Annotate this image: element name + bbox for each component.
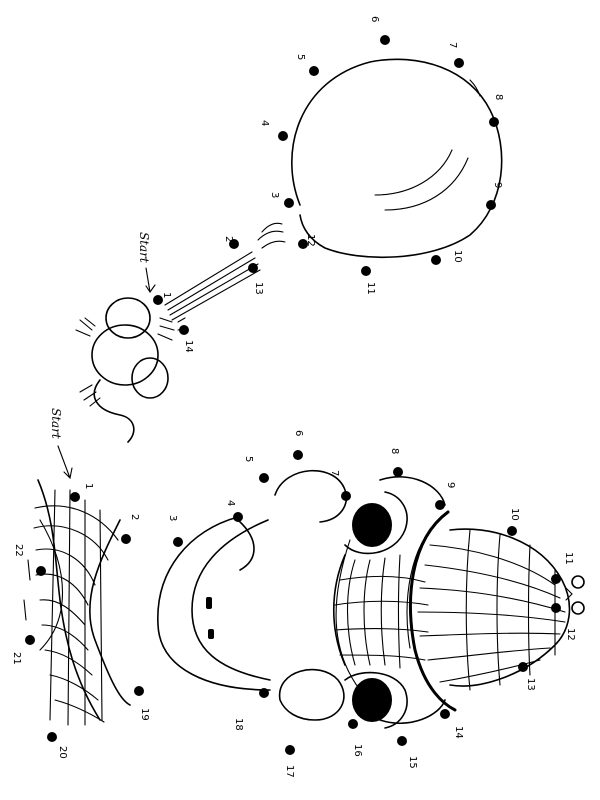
dot-top-4[interactable] xyxy=(278,131,288,141)
dot-bottom-9[interactable] xyxy=(435,500,445,510)
dot-top-7[interactable] xyxy=(454,58,464,68)
dot-label-top-13: 13 xyxy=(253,282,264,295)
dot-bottom-14[interactable] xyxy=(440,709,450,719)
dot-label-top-3: 3 xyxy=(269,192,280,198)
dot-top-14[interactable] xyxy=(179,325,189,335)
dot-top-12[interactable] xyxy=(298,239,308,249)
eye-right xyxy=(352,678,392,722)
dot-label-bottom-2: 2 xyxy=(129,514,140,520)
dot-label-top-4: 4 xyxy=(259,120,270,126)
dot-top-1[interactable] xyxy=(153,295,163,305)
dot-top-9[interactable] xyxy=(486,200,496,210)
dot-label-top-14: 14 xyxy=(183,340,194,353)
dot-bottom-5[interactable] xyxy=(259,473,269,483)
dot-top-2[interactable] xyxy=(229,239,239,249)
dot-bottom-11[interactable] xyxy=(551,574,561,584)
labels-bottom: 1 2 3 4 5 6 7 8 9 10 11 12 13 14 15 16 1… xyxy=(11,408,576,778)
dot-label-top-5: 5 xyxy=(295,54,306,60)
dot-top-3[interactable] xyxy=(284,198,294,208)
dot-label-bottom-7: 7 xyxy=(329,470,340,476)
dot-label-top-12: 12 xyxy=(305,234,316,247)
nostril-left xyxy=(206,597,212,609)
dot-bottom-17[interactable] xyxy=(285,745,295,755)
dot-bottom-6[interactable] xyxy=(293,450,303,460)
dot-bottom-20[interactable] xyxy=(47,732,57,742)
dot-label-bottom-11: 11 xyxy=(563,552,574,565)
dot-bottom-1[interactable] xyxy=(70,492,80,502)
dot-bottom-7[interactable] xyxy=(341,491,351,501)
eye-bumps xyxy=(274,469,446,729)
dot-bottom-12[interactable] xyxy=(551,603,561,613)
mouth xyxy=(157,516,271,691)
dot-top-8[interactable] xyxy=(489,117,499,127)
dot-label-top-9: 9 xyxy=(492,182,503,188)
balloon-outline xyxy=(257,58,503,259)
dot-label-bottom-8: 8 xyxy=(389,448,400,454)
puzzle-face: 1 2 3 4 5 6 7 8 9 10 11 12 13 14 15 16 1… xyxy=(11,408,585,778)
dot-label-bottom-10: 10 xyxy=(509,508,520,521)
nostril-right xyxy=(208,629,214,639)
dot-bottom-21[interactable] xyxy=(25,635,35,645)
dot-label-top-7: 7 xyxy=(447,42,458,48)
dot-label-top-2: 2 xyxy=(223,236,234,242)
collar-hatch xyxy=(23,479,131,726)
dot-bottom-2[interactable] xyxy=(121,534,131,544)
start-label-bottom: Start xyxy=(49,408,63,439)
dot-label-bottom-5: 5 xyxy=(243,456,254,462)
dot-label-bottom-6: 6 xyxy=(293,430,304,436)
dot-bottom-13[interactable] xyxy=(518,662,528,672)
dot-label-top-1: 1 xyxy=(161,292,172,298)
dot-label-top-11: 11 xyxy=(365,282,376,295)
dot-bottom-8[interactable] xyxy=(393,467,403,477)
chin-lower xyxy=(237,519,255,571)
dots-top xyxy=(153,35,499,335)
body-divider-inner xyxy=(406,519,441,649)
puzzle-mouse-balloon: 1 2 3 4 5 6 7 8 9 10 11 12 13 14 Start xyxy=(75,16,504,443)
dot-top-5[interactable] xyxy=(309,66,319,76)
dot-top-11[interactable] xyxy=(361,266,371,276)
dot-label-bottom-15: 15 xyxy=(407,756,418,769)
balloon-strings xyxy=(164,251,261,321)
dot-label-bottom-9: 9 xyxy=(445,482,456,488)
dot-bottom-10[interactable] xyxy=(507,526,517,536)
dot-label-top-6: 6 xyxy=(369,16,380,22)
dot-label-bottom-4: 4 xyxy=(225,500,236,506)
dot-bottom-19[interactable] xyxy=(134,686,144,696)
dot-label-bottom-21: 21 xyxy=(11,652,22,665)
dot-label-bottom-3: 3 xyxy=(167,515,178,521)
dot-bottom-15[interactable] xyxy=(397,736,407,746)
dot-label-bottom-18: 18 xyxy=(233,718,244,731)
dot-top-13[interactable] xyxy=(248,263,258,273)
antennae xyxy=(565,575,585,615)
dot-label-bottom-16: 16 xyxy=(352,744,363,757)
dot-bottom-18[interactable] xyxy=(259,688,269,698)
dot-top-10[interactable] xyxy=(431,255,441,265)
dot-label-bottom-14: 14 xyxy=(453,726,464,739)
dot-label-bottom-20: 20 xyxy=(57,746,68,759)
dot-label-bottom-13: 13 xyxy=(525,678,536,691)
eye-left xyxy=(352,503,392,547)
dots-bottom xyxy=(25,450,561,755)
dot-label-bottom-12: 12 xyxy=(565,628,576,641)
belly xyxy=(335,528,571,691)
dot-bottom-22[interactable] xyxy=(36,566,46,576)
labels-top: 1 2 3 4 5 6 7 8 9 10 11 12 13 14 Start xyxy=(137,16,504,353)
dot-label-top-8: 8 xyxy=(493,94,504,100)
dot-label-bottom-1: 1 xyxy=(83,483,94,489)
dot-top-6[interactable] xyxy=(380,35,390,45)
dot-label-bottom-17: 17 xyxy=(284,765,295,778)
body-divider xyxy=(409,510,457,712)
start-label-top: Start xyxy=(137,232,151,263)
dot-label-bottom-19: 19 xyxy=(139,708,150,721)
dot-label-top-10: 10 xyxy=(452,250,463,263)
start-arrow-top xyxy=(145,267,156,293)
dot-bottom-3[interactable] xyxy=(173,537,183,547)
dot-bottom-16[interactable] xyxy=(348,719,358,729)
head-grid xyxy=(333,554,429,669)
start-arrow-bottom xyxy=(57,445,73,480)
mouse-figure xyxy=(75,297,187,443)
dot-label-bottom-22: 22 xyxy=(13,544,24,557)
dot-bottom-4[interactable] xyxy=(233,512,243,522)
